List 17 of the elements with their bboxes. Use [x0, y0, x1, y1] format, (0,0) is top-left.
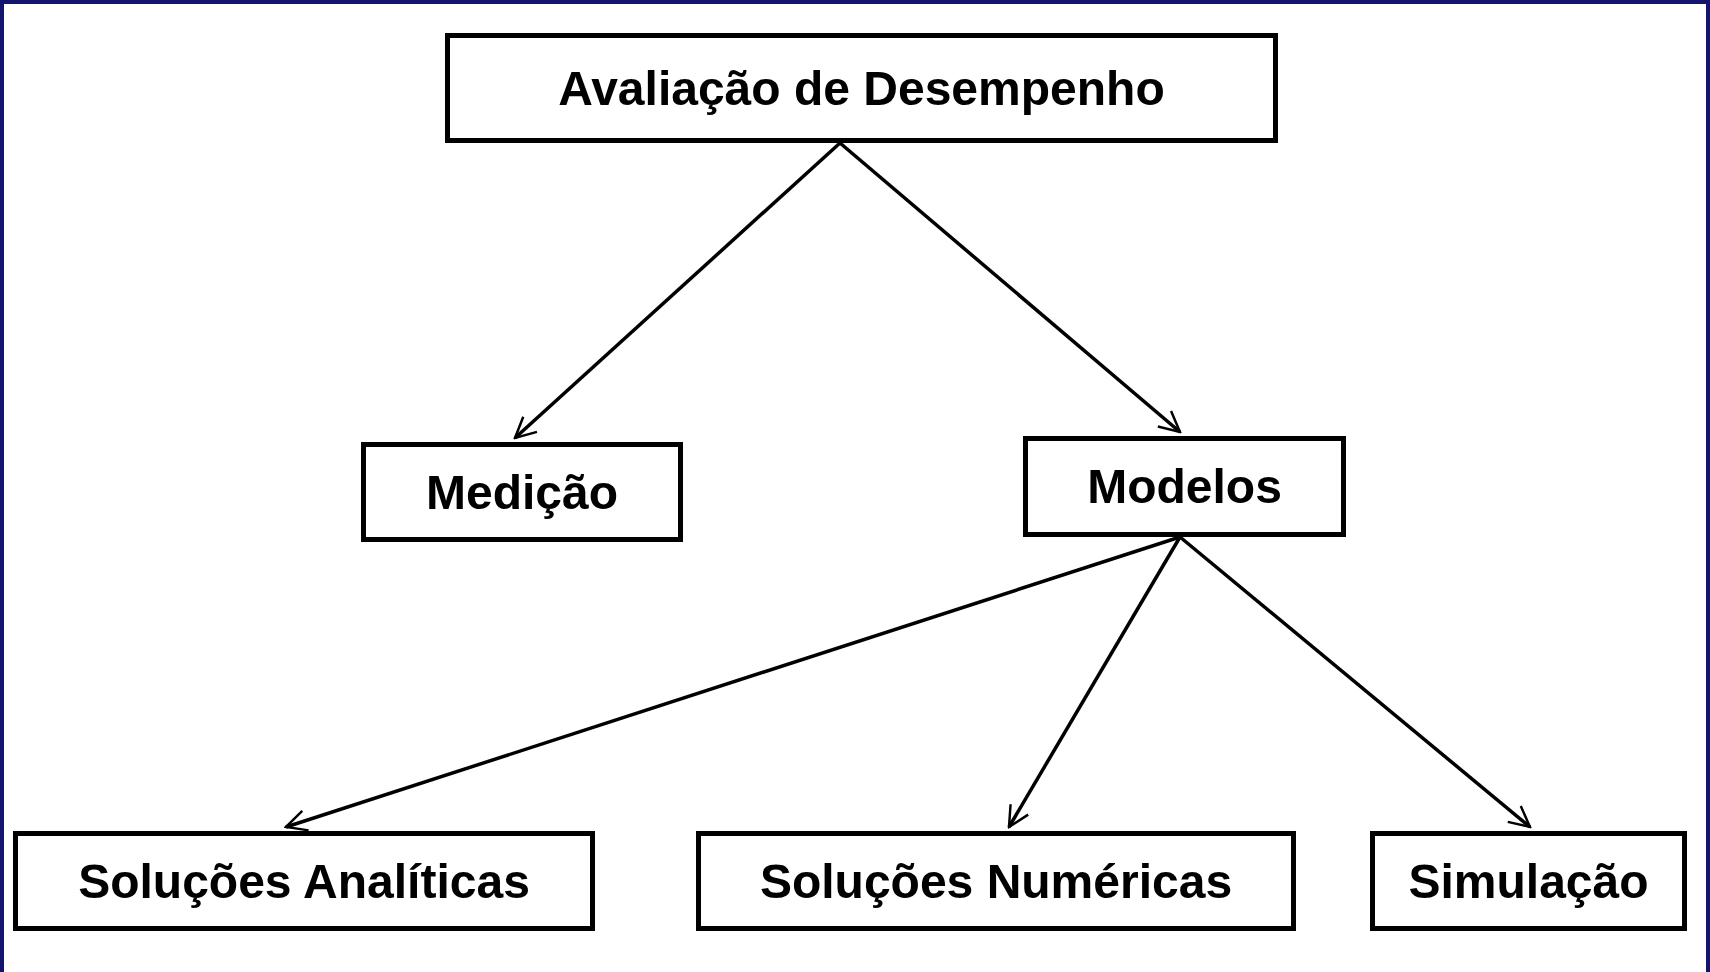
process-box — [445, 33, 1278, 143]
box-label: Modelos — [1087, 459, 1282, 514]
box-label: Simulação — [1408, 853, 1649, 909]
arrow — [284, 535, 1181, 832]
box-label: Avaliação de Desempenho — [558, 60, 1165, 116]
process-box — [1370, 831, 1687, 931]
box-label: Soluções Numéricas — [759, 853, 1233, 909]
box-label: Medição — [425, 464, 618, 520]
process-box — [696, 831, 1296, 931]
process-box — [1023, 436, 1346, 537]
arrow — [513, 141, 842, 440]
process-box — [13, 831, 595, 931]
arrow — [838, 141, 1182, 434]
arrow — [1178, 535, 1532, 829]
process-box — [361, 442, 683, 542]
box-label: Soluções Analíticas — [78, 853, 530, 909]
arrow — [1007, 536, 1182, 829]
